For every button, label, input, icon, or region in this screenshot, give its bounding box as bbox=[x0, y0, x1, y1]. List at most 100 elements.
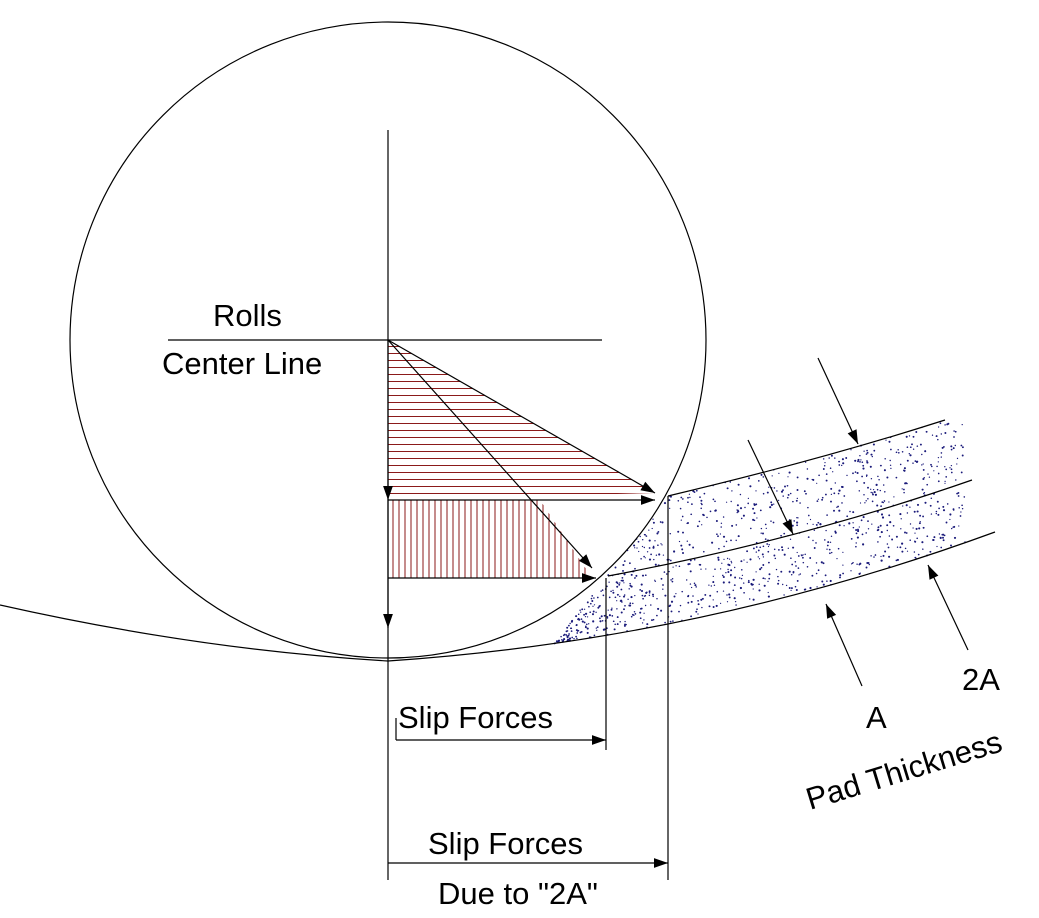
label-a: A bbox=[866, 700, 887, 735]
pad-stipple-dot bbox=[726, 487, 729, 490]
pad-stipple-dot bbox=[915, 527, 918, 530]
pad-stipple-dot bbox=[742, 514, 745, 517]
pad-stipple-dot bbox=[954, 430, 957, 433]
pad-stipple-dot bbox=[919, 514, 922, 517]
pad-stipple-dot bbox=[636, 547, 638, 549]
pad-stipple-dot bbox=[709, 510, 712, 513]
pad-stipple-dot bbox=[623, 573, 626, 576]
pad-stipple-dot bbox=[857, 529, 860, 533]
pad-stipple-dot bbox=[821, 496, 824, 499]
pad-stipple-dot bbox=[592, 610, 595, 613]
pad-stipple-dot bbox=[744, 506, 746, 509]
pad-stipple-dot bbox=[857, 460, 859, 463]
pad-stipple-dot bbox=[812, 539, 814, 542]
pad-stipple-dot bbox=[843, 525, 845, 527]
pad-stipple-dot bbox=[701, 503, 703, 506]
pad-stipple-dot bbox=[860, 459, 862, 461]
pad-stipple-dot bbox=[645, 591, 648, 594]
pad-stipple-dot bbox=[821, 580, 824, 583]
pad-stipple-dot bbox=[873, 491, 876, 494]
pad-stipple-dot bbox=[809, 586, 812, 590]
pad-stipple-dot bbox=[727, 563, 730, 566]
pad-stipple-dot bbox=[739, 507, 743, 510]
pad-stipple-dot bbox=[632, 602, 634, 605]
pad-stipple-dot bbox=[790, 587, 793, 590]
pad-stipple-dot bbox=[672, 566, 674, 568]
pad-stipple-dot bbox=[828, 548, 831, 551]
pad-stipple-dot bbox=[778, 549, 780, 551]
pad-stipple-dot bbox=[788, 570, 791, 573]
pad-stipple-dot bbox=[862, 516, 865, 519]
pad-stipple-dot bbox=[786, 496, 789, 499]
pad-stipple-dot bbox=[704, 593, 707, 596]
pad-stipple-dot bbox=[568, 637, 571, 640]
pad-stipple-dot bbox=[767, 595, 770, 598]
pad-stipple-dot bbox=[599, 620, 602, 623]
pad-stipple-dot bbox=[569, 627, 572, 630]
pad-stipple-dot bbox=[733, 597, 736, 600]
pad-stipple-dot bbox=[634, 594, 636, 597]
pad-stipple-dot bbox=[646, 623, 649, 626]
pad-stipple-dot bbox=[568, 633, 570, 635]
pad-stipple-dot bbox=[763, 584, 766, 587]
pad-stipple-dot bbox=[792, 571, 795, 573]
pad-stipple-dot bbox=[758, 558, 761, 560]
pad-stipple-dot bbox=[908, 435, 911, 437]
pad-stipple-dot bbox=[700, 598, 703, 601]
pad-stipple-dot bbox=[708, 605, 711, 608]
pad-stipple-dot bbox=[762, 492, 765, 495]
pad-stipple-dot bbox=[669, 559, 672, 562]
pad-stipple-dot bbox=[593, 597, 595, 599]
pad-stipple-dot bbox=[944, 480, 946, 483]
pad-stipple-dot bbox=[705, 568, 707, 570]
pad-stipple-dot bbox=[780, 570, 783, 573]
pad-stipple-dot bbox=[597, 606, 600, 609]
pad-stipple-dot bbox=[952, 508, 955, 511]
pad-stipple-dot bbox=[715, 519, 718, 523]
pad-stipple-dot bbox=[733, 584, 736, 587]
pad-stipple-dot bbox=[693, 558, 696, 561]
force-vector-2a bbox=[387, 339, 656, 494]
pad-stipple-dot bbox=[641, 538, 644, 541]
pad-stipple-dot bbox=[759, 509, 762, 512]
pad-stipple-dot bbox=[796, 524, 798, 527]
pad-stipple-dot bbox=[941, 446, 944, 449]
pad-stipple-dot bbox=[584, 615, 587, 618]
pad-stipple-dot bbox=[642, 597, 644, 600]
pad-stipple-dot bbox=[692, 546, 695, 549]
pad-stipple-dot bbox=[885, 439, 887, 441]
pad-stipple-dot bbox=[656, 532, 659, 535]
pad-stipple-dot bbox=[706, 516, 708, 519]
pad-stipple-dot bbox=[905, 504, 908, 507]
pad-stipple-dot bbox=[698, 520, 701, 523]
pad-stipple-dot bbox=[634, 547, 636, 549]
pad-stipple-dot bbox=[630, 573, 633, 576]
pad-stipple-dot bbox=[640, 589, 644, 593]
leader-a-outer bbox=[817, 357, 859, 445]
pad-stipple-dot bbox=[601, 589, 604, 591]
pad-stipple-dot bbox=[913, 510, 916, 513]
pad-stipple-dot bbox=[714, 500, 716, 503]
pad-stipple-dot bbox=[863, 450, 865, 452]
pad-stipple-dot bbox=[714, 509, 717, 512]
pad-stipple-dot bbox=[922, 463, 924, 465]
pad-stipple-dot bbox=[575, 624, 578, 627]
pad-stipple-dot bbox=[689, 559, 692, 562]
pad-stipple-dot bbox=[829, 552, 831, 555]
pad-stipple-dot bbox=[602, 628, 606, 631]
pad-stipple-dot bbox=[577, 613, 580, 616]
pad-stipple-dot bbox=[770, 501, 773, 504]
pad-stipple-dot bbox=[942, 509, 946, 512]
pad-stipple-dot bbox=[764, 523, 767, 526]
pad-stipple-dot bbox=[664, 621, 666, 624]
pad-stipple-dot bbox=[845, 457, 848, 459]
pad-stipple-dot bbox=[802, 554, 804, 556]
pad-stipple-dot bbox=[883, 500, 886, 502]
pad-stipple-dot bbox=[682, 531, 684, 534]
pad-stipple-dot bbox=[768, 561, 770, 564]
pad-stipple-dot bbox=[673, 550, 676, 553]
pad-stipple-dot bbox=[678, 565, 681, 568]
pad-stipple-dot bbox=[735, 604, 737, 606]
pad-stipple-dot bbox=[690, 513, 693, 516]
pad-stipple-dot bbox=[673, 595, 676, 598]
